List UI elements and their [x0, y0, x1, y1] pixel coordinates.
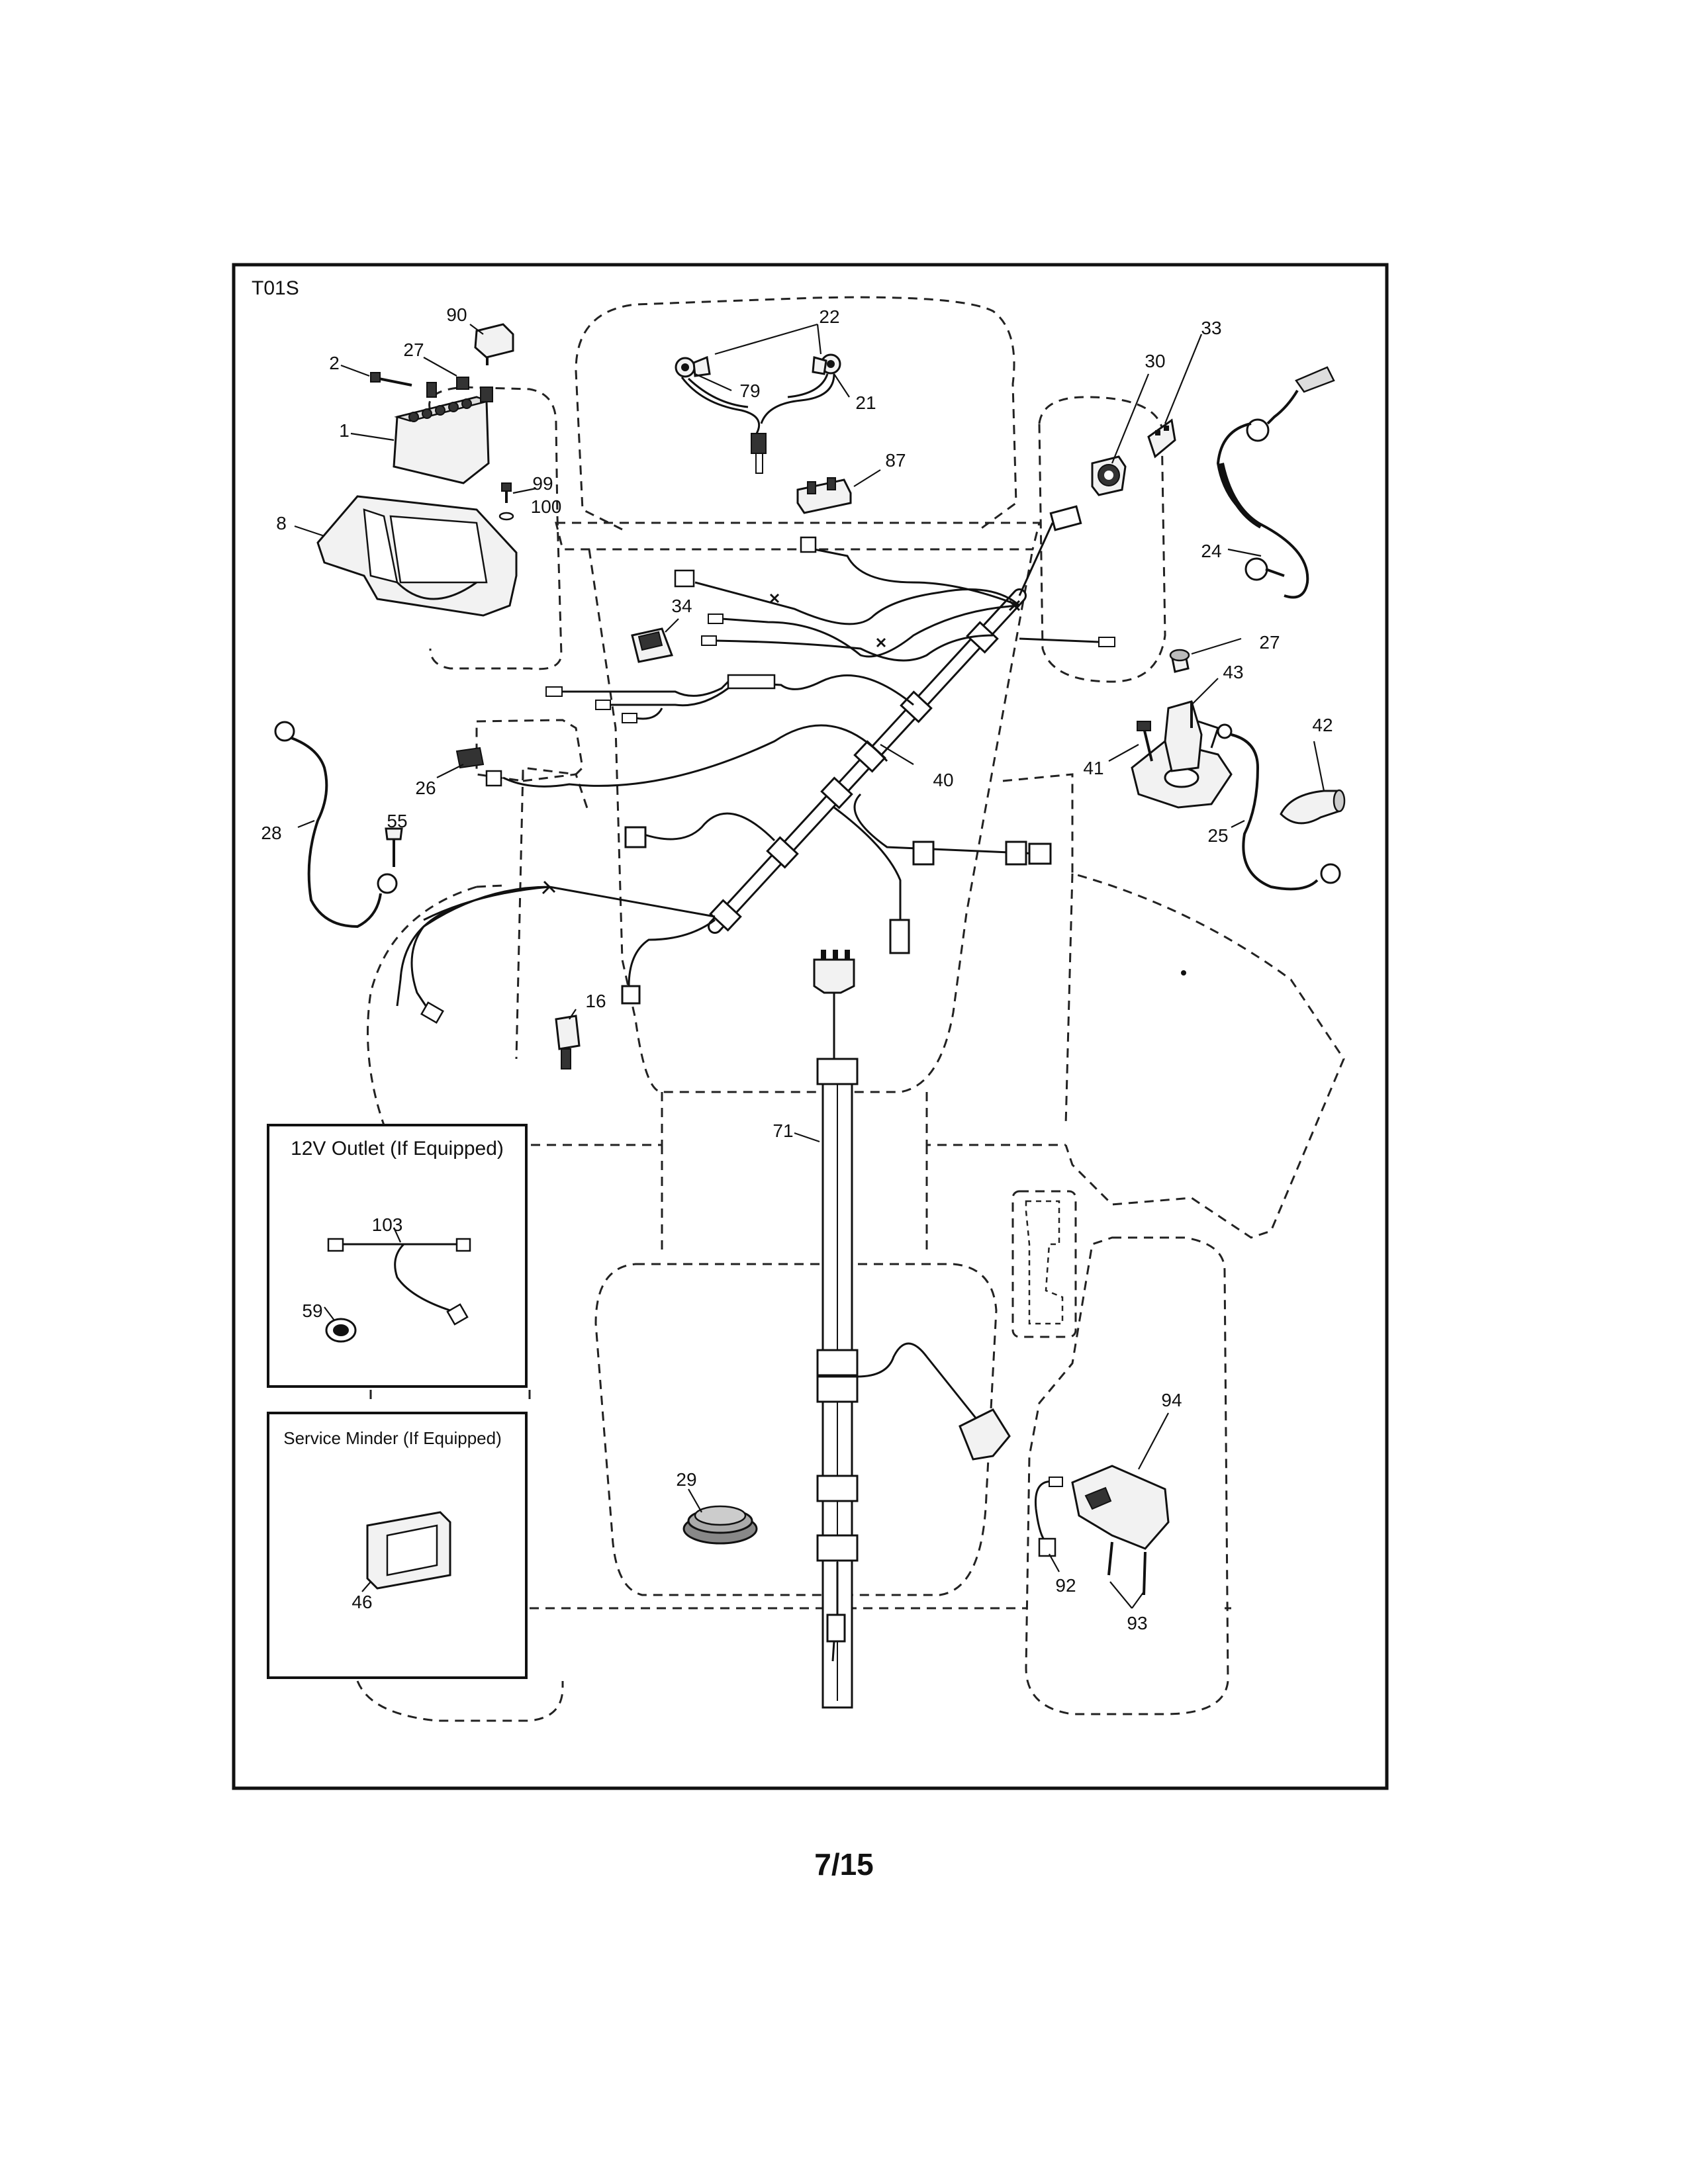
- cable-24: [1216, 366, 1335, 599]
- label-42: 42: [1312, 715, 1333, 735]
- label-25: 25: [1207, 825, 1228, 846]
- ignition-switch-30: [1091, 455, 1127, 496]
- label-71: 71: [773, 1120, 793, 1141]
- label-28: 28: [261, 823, 281, 843]
- switch-33: [1147, 418, 1176, 459]
- label-34: 34: [671, 596, 692, 616]
- solenoid-assembly: [1131, 649, 1233, 809]
- label-93: 93: [1127, 1613, 1147, 1633]
- label-27-right: 27: [1259, 632, 1280, 653]
- label-79: 79: [739, 381, 760, 401]
- label-94: 94: [1161, 1390, 1182, 1410]
- label-40: 40: [933, 770, 953, 790]
- label-1: 1: [339, 420, 350, 441]
- part-labels: 90 27 2 1 99 100 8 22 79 21 87 30 33 24 …: [261, 304, 1333, 1633]
- label-55: 55: [387, 811, 407, 831]
- diagram-code: T01S: [252, 277, 299, 299]
- label-99: 99: [532, 473, 553, 494]
- cable-25: [1217, 723, 1346, 891]
- label-26: 26: [415, 778, 436, 798]
- horn-29: [682, 1505, 758, 1545]
- headlight-harness: [675, 353, 841, 474]
- label-59: 59: [302, 1300, 322, 1321]
- module-94: [1034, 1465, 1170, 1596]
- switch-34: [631, 627, 674, 663]
- fuse-holder-26: [455, 747, 502, 787]
- outlet-box-title: 12V Outlet (If Equipped): [291, 1138, 504, 1160]
- chassis-outline: [356, 296, 1345, 1722]
- label-2: 2: [329, 353, 340, 373]
- label-29: 29: [676, 1469, 696, 1490]
- label-41: 41: [1083, 758, 1103, 778]
- page-number: 7/15: [814, 1847, 874, 1882]
- label-103: 103: [372, 1214, 403, 1235]
- label-22: 22: [819, 306, 839, 327]
- relay-87: [796, 477, 852, 514]
- label-16: 16: [585, 991, 606, 1011]
- label-46: 46: [352, 1592, 372, 1612]
- label-92: 92: [1055, 1575, 1076, 1596]
- label-100: 100: [531, 496, 562, 517]
- label-21: 21: [855, 392, 876, 413]
- switch-16: [555, 1015, 581, 1069]
- diagram-frame: [232, 263, 1389, 1790]
- battery-assembly: [316, 323, 518, 617]
- cable-28: [274, 721, 403, 929]
- service-minder-inset-box: Service Minder (If Equipped): [267, 1412, 528, 1679]
- label-43: 43: [1223, 662, 1243, 682]
- harness-71: [813, 950, 1011, 1709]
- label-24: 24: [1201, 541, 1221, 561]
- leader-lines: [294, 323, 1325, 1609]
- label-8: 8: [276, 513, 287, 533]
- service-box-title: Service Minder (If Equipped): [283, 1428, 501, 1448]
- label-90: 90: [446, 304, 467, 325]
- label-33: 33: [1201, 318, 1221, 338]
- label-30: 30: [1145, 351, 1165, 371]
- outlet-inset-box: 12V Outlet (If Equipped): [267, 1124, 528, 1388]
- main-harness-40: [396, 505, 1115, 1024]
- label-27-top: 27: [403, 340, 424, 360]
- label-87: 87: [885, 450, 906, 471]
